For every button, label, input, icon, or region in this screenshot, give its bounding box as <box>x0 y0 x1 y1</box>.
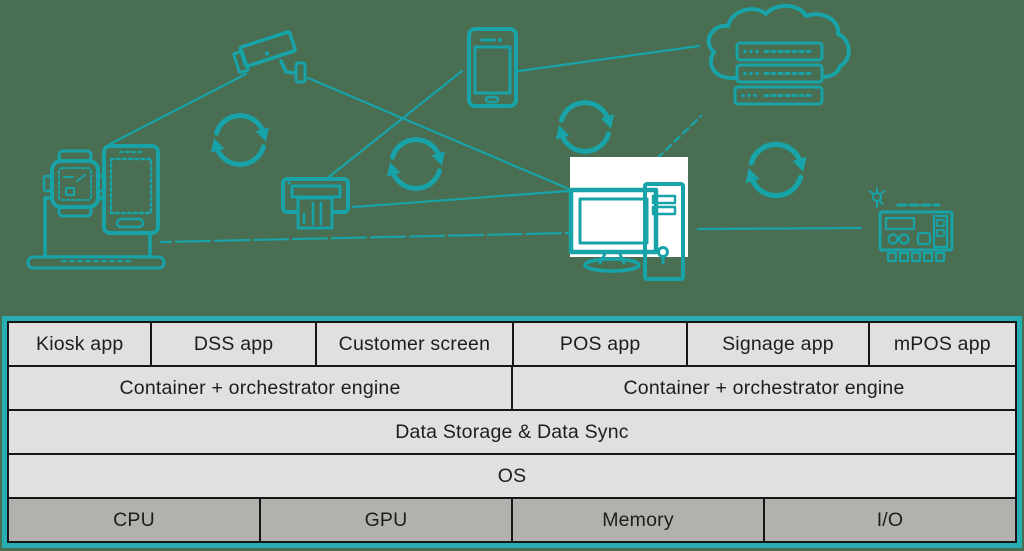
cell-data-storage-sync: Data Storage & Data Sync <box>9 411 1015 453</box>
apps-row: Kiosk app DSS app Customer screen POS ap… <box>9 323 1016 365</box>
smartwatch-icon <box>42 149 107 218</box>
cell-memory: Memory <box>513 499 763 541</box>
cell-mpos-app: mPOS app <box>869 323 1016 365</box>
cell-customer-screen: Customer screen <box>316 323 512 365</box>
sync-icon <box>387 140 445 189</box>
cell-container-engine-left: Container + orchestrator engine <box>9 367 511 409</box>
line-kiosk-camera <box>108 72 248 146</box>
line-printer-desktop <box>351 189 571 209</box>
tower <box>643 182 685 281</box>
server-rack <box>733 41 824 106</box>
monitor <box>568 187 659 255</box>
cell-kiosk-app: Kiosk app <box>9 323 151 365</box>
security-camera-icon <box>232 30 307 84</box>
sync-icon <box>745 144 806 195</box>
line-phone-cloud <box>517 44 701 73</box>
cell-signage-app: Signage app <box>688 323 868 365</box>
cell-os: OS <box>9 455 1015 497</box>
kiosk-tablet-icon <box>102 144 160 235</box>
register-keys <box>886 251 946 263</box>
smartphone-icon <box>467 27 518 108</box>
cell-container-engine-right: Container + orchestrator engine <box>513 367 1015 409</box>
sync-icon <box>211 116 269 165</box>
diagram-canvas <box>26 4 954 281</box>
line-desktop-register <box>696 226 863 231</box>
line-printer-phone <box>318 69 464 186</box>
cell-cpu: CPU <box>9 499 259 541</box>
flower-icon <box>868 187 886 208</box>
line-camera-desktop <box>306 76 571 191</box>
os-row: OS <box>9 455 1015 497</box>
container-row: Container + orchestrator engine Containe… <box>9 367 1015 409</box>
desktop-computer-icon <box>568 157 688 281</box>
data-storage-row: Data Storage & Data Sync <box>9 411 1015 453</box>
cell-pos-app: POS app <box>514 323 687 365</box>
hardware-row: CPU GPU Memory I/O <box>9 499 1015 541</box>
cell-io: I/O <box>765 499 1015 541</box>
receipt-printer-icon <box>281 177 350 230</box>
cell-dss-app: DSS app <box>152 323 315 365</box>
sync-icon <box>556 103 614 152</box>
architecture-stack-table: Kiosk app DSS app Customer screen POS ap… <box>2 316 1022 548</box>
cell-gpu: GPU <box>261 499 511 541</box>
connection-lines <box>108 44 863 244</box>
line-laptop-desktop <box>159 231 571 244</box>
cash-register-icon <box>868 187 954 263</box>
device-network-diagram <box>26 4 954 281</box>
cloud-servers-icon <box>706 4 851 106</box>
